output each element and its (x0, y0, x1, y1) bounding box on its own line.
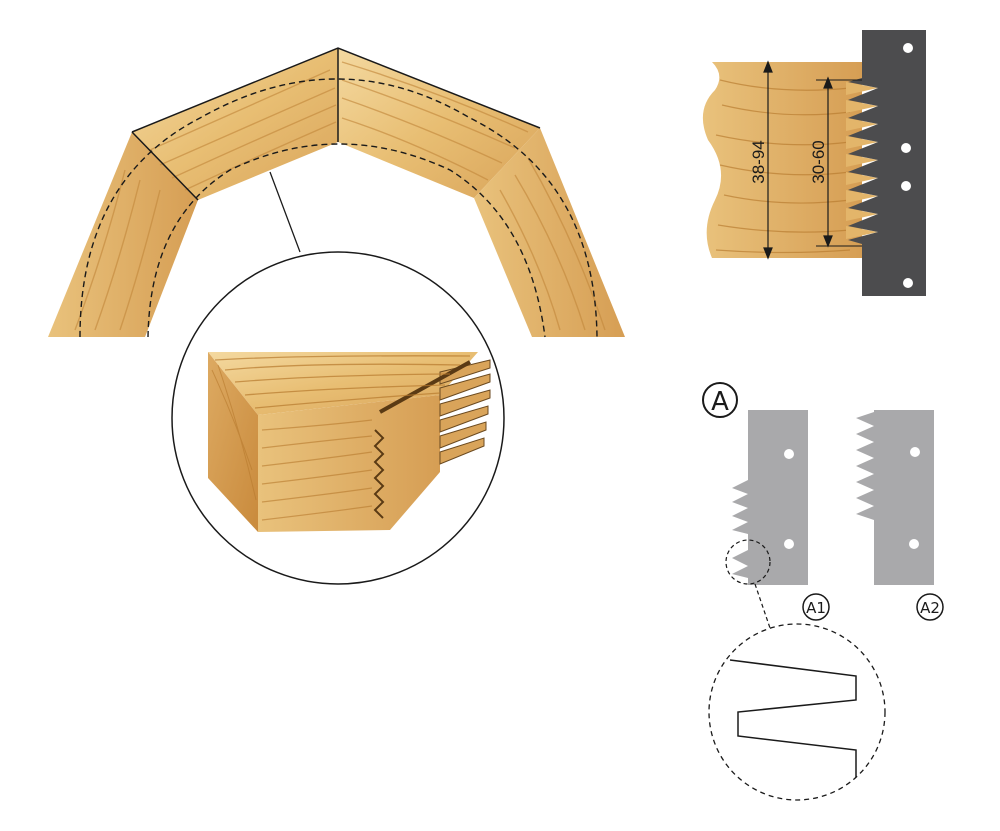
blade-hole-icon (901, 43, 913, 288)
wooden-arch (48, 47, 625, 338)
callout-a1-label: A1 (806, 599, 826, 617)
joint-depth-label: 30-60 (809, 140, 828, 183)
arch-segment-left (48, 132, 198, 337)
callout-a-badge (702, 382, 738, 418)
arch-segment-right (474, 128, 625, 337)
joint-magnifier (171, 251, 505, 585)
arch-segment-top-left (132, 48, 338, 200)
blade-variants: A A1 A2 (702, 382, 944, 801)
callout-a2-label: A2 (920, 599, 940, 617)
cutter-profile-view: 38-94 30-60 (702, 30, 926, 296)
blade-a2 (856, 410, 934, 585)
cutter-blade (848, 30, 926, 296)
tooth-profile-zoom (708, 623, 886, 801)
callout-a-label: A (711, 387, 729, 417)
magnifier-leader-line (269, 171, 301, 253)
workpiece-height-label: 38-94 (749, 140, 768, 183)
